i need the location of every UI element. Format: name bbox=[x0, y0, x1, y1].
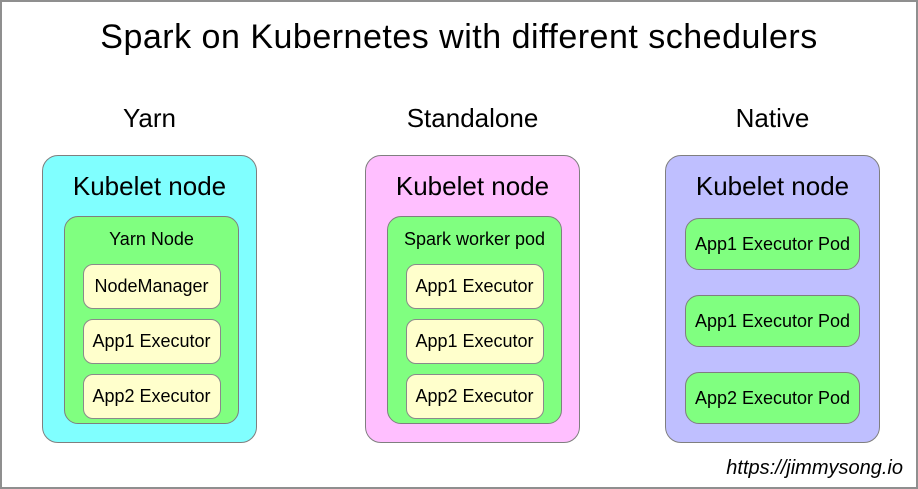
spark-worker-pod-label: Spark worker pod bbox=[403, 229, 546, 249]
yarn-node-box: Yarn Node NodeManager App1 Executor App2… bbox=[64, 216, 239, 424]
app1-executor-pod-box-1: App1 Executor Pod bbox=[685, 218, 860, 270]
kubelet-node-box-native: Kubelet node App1 Executor Pod App1 Exec… bbox=[665, 155, 880, 443]
spark-worker-pod-box: Spark worker pod App1 Executor App1 Exec… bbox=[387, 216, 562, 424]
app2-executor-box-yarn: App2 Executor bbox=[82, 374, 221, 419]
yarn-node-label: Yarn Node bbox=[109, 229, 194, 249]
app1-executor-pod-box-2: App1 Executor Pod bbox=[685, 295, 860, 347]
footer-url: https://jimmysong.io bbox=[726, 457, 903, 479]
kubelet-node-box-standalone: Kubelet node Spark worker pod App1 Execu… bbox=[365, 155, 580, 443]
kubelet-node-box-yarn: Kubelet node Yarn Node NodeManager App1 … bbox=[42, 155, 257, 443]
app2-executor-pod-box: App2 Executor Pod bbox=[685, 372, 860, 424]
diagram-title: Spark on Kubernetes with different sched… bbox=[100, 18, 818, 56]
kubelet-node-label-yarn: Kubelet node bbox=[72, 171, 227, 201]
nodemanager-box: NodeManager bbox=[82, 264, 221, 309]
kubelet-node-label-native: Kubelet node bbox=[695, 171, 850, 201]
column-header-standalone: Standalone bbox=[406, 103, 539, 133]
kubelet-node-label-standalone: Kubelet node bbox=[395, 171, 550, 201]
app1-executor-box-yarn: App1 Executor bbox=[82, 319, 221, 364]
app1-executor-box-standalone-2: App1 Executor bbox=[405, 319, 544, 364]
column-header-yarn: Yarn bbox=[123, 103, 176, 133]
column-header-native: Native bbox=[735, 103, 810, 133]
app2-executor-box-standalone: App2 Executor bbox=[405, 374, 544, 419]
app1-executor-box-standalone-1: App1 Executor bbox=[405, 264, 544, 309]
